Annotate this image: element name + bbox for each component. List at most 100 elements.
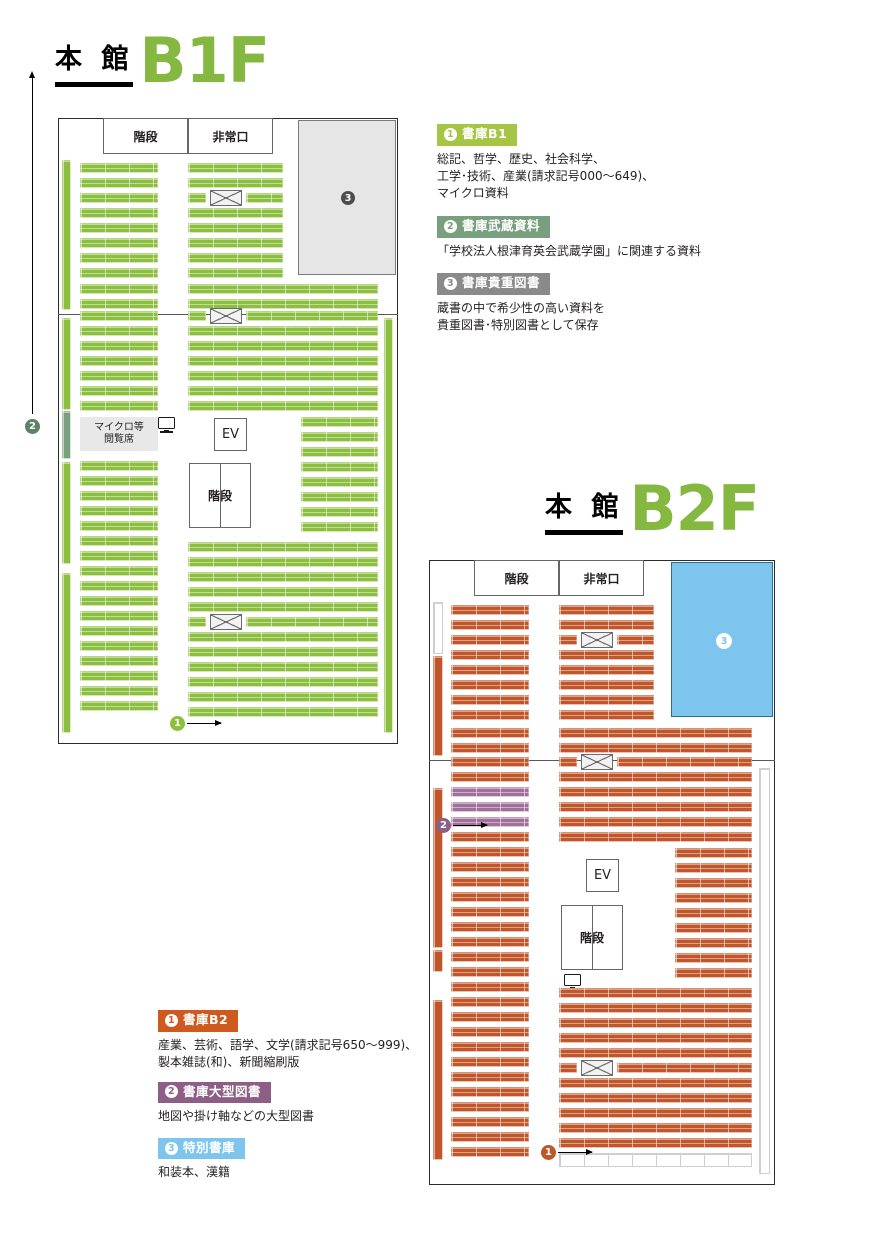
b2f-stairs-center-label: 階段 [580,929,604,946]
b1f-shelf-row-l27 [80,596,158,606]
b1f-shelf-row-l2 [80,178,158,188]
b1f-shelf-row-r15 [188,371,378,381]
legend-body-b2f-1: 産業、芸術、語学、文学(請求記号650～999)、 製本雑誌(和)、新聞縮刷版 [158,1037,418,1070]
b2f-shelf-row-r25 [559,1108,752,1118]
legend-body-b1f-3: 蔵書の中で希少性の高い資料を 貴重図書･特別図書として保存 [437,300,606,333]
legend-item-b2f-3: 3 特別書庫 和装本、漢籍 [158,1137,458,1182]
b2f-shelf-row-r19 [559,1018,752,1028]
floor-title-b1f: 本 館 B1F [55,30,270,91]
legend-item-b1f-3: 3 書庫貴重図書 蔵書の中で希少性の高い資料を 貴重図書･特別図書として保存 [437,273,757,334]
legend-number-b2f-3: 3 [165,1141,178,1155]
legend-number-b1f-3: 3 [444,276,457,290]
b2f-shelf-row-l25 [451,1012,529,1022]
legend-head-b2f-3: 3 特別書庫 [158,1137,246,1160]
b1f-shelf-row-r13 [188,341,378,351]
b1f-shelf-row-r18 [188,542,378,552]
b2f-shelf-row-r11a [559,757,577,767]
b2f-shelf-row-r3b [617,635,654,645]
floor-label-b2f: B2F [629,472,760,545]
b1f-shelf-row-l28 [80,611,158,621]
b1f-zone-3-rare-books: 3 [298,120,396,275]
b2f-marker-1-dot: 1 [541,1145,556,1160]
b1f-shelf-row-l19 [80,476,158,486]
b1f-emergency-exit-label: 非常口 [212,129,249,144]
b1f-shelf-row-r26 [188,662,378,672]
b2f-shelf-row-l17 [451,892,529,902]
b2f-crossbox-upper [581,632,613,648]
b1f-crossbox-mid [210,308,242,324]
b1f-stairs-center-split [220,463,221,528]
b1f-micro-reading-seat: マイクロ等 閲覧席 [80,417,158,451]
legend-head-b2f-1: 1 書庫B2 [158,1010,239,1032]
b2f-shelf-row-l23 [451,982,529,992]
b1f-emergency-exit: 非常口 [188,118,273,154]
b1f-shelf-row-rr8 [301,522,378,532]
b1f-shelf-row-l11 [80,311,158,321]
legend-title-b2f-2: 書庫大型図書 [183,1083,262,1099]
b2f-shelf-row-r4 [559,650,654,660]
b2f-shelf-row-l20 [451,937,529,947]
b2f-stairs-center-split [592,905,593,970]
b1f-shelf-row-l21 [80,506,158,516]
b1f-shelf-row-r20 [188,572,378,582]
b2f-shelf-row-rr1 [675,848,752,858]
b1f-shelf-row-l23 [80,536,158,546]
legend-b1f: 1 書庫B1 総記、哲学、歴史、社会科学、 工学･技術、産業(請求記号000～6… [437,124,757,343]
b2f-shelf-row-l2 [451,620,529,630]
b2f-shelf-row-l1 [451,605,529,615]
b2f-shelf-row-l3 [451,635,529,645]
b1f-shelf-row-r14 [188,356,378,366]
b1f-shelf-row-l31 [80,656,158,666]
b1f-shelf-row-l15 [80,371,158,381]
floor-title-b2f: 本 館 B2F [545,472,760,545]
b2f-shelf-row-r27 [559,1138,752,1148]
legend-number-b2f-1: 1 [165,1014,178,1027]
b1f-shelf-row-l13 [80,341,158,351]
b1f-stairs-top-label: 階段 [133,129,158,144]
b2f-marker-2-arrow-icon [453,821,488,828]
building-label-b1f: 本 館 [55,46,134,87]
b2f-shelf-row-l13 [451,832,529,842]
legend-item-b1f-2: 2 書庫武蔵資料 「学校法人根津育英会武蔵学園」に関連する資料 [437,216,757,260]
b1f-marker-1: 1 [170,716,222,731]
legend-head-b1f-1: 1 書庫B1 [437,124,518,146]
legend-body-b1f-1: 総記、哲学、歴史、社会科学、 工学･技術、産業(請求記号000～649)、 マイ… [437,151,655,201]
legend-item-b2f-2: 2 書庫大型図書 地図や掛け軸などの大型図書 [158,1081,458,1125]
b1f-shelf-row-l1 [80,163,158,173]
b1f-crossbox-upper [210,190,242,206]
b1f-shelf-row-r11a [188,311,206,321]
b1f-elevator: EV [214,418,247,451]
b2f-shelf-row-r6 [559,680,654,690]
b2f-shelf-row-l8 [451,710,529,720]
b1f-shelf-row-l17 [80,401,158,411]
b1f-shelf-row-rr5 [301,477,378,487]
b1f-shelf-row-l7 [80,253,158,263]
legend-head-b1f-2: 2 書庫武蔵資料 [437,216,551,238]
b1f-shelf-row-r2 [188,178,283,188]
b2f-shelf-row-l28 [451,1057,529,1067]
b1f-shelf-row-l29 [80,626,158,636]
b1f-marker-2-dot: 2 [25,419,40,434]
b2f-shelf-row-l6 [451,680,529,690]
b2f-shelf-left-edge-a [433,656,443,756]
b2f-shelf-row-r5 [559,665,654,675]
b1f-marker-2-arrow-icon [28,71,35,414]
b2f-zone-3-special-stacks: 3 [671,562,773,717]
b1f-shelf-left-edge-d [62,573,71,733]
b2f-shelf-row-rr2 [675,863,752,873]
b1f-shelf-row-l34 [80,701,158,711]
b2f-shelf-row-r7 [559,695,654,705]
legend-item-b1f-1: 1 書庫B1 総記、哲学、歴史、社会科学、 工学･技術、産業(請求記号000～6… [437,124,757,203]
b1f-marker-1-dot: 1 [170,716,185,731]
b2f-shelf-row-l12 [451,772,529,782]
b2f-shelf-row-l27 [451,1042,529,1052]
b2f-shelf-row-r24 [559,1093,752,1103]
b2f-marker-1-arrow-icon [558,1148,593,1155]
b2f-shelf-row-rr3 [675,878,752,888]
legend-body-b2f-2: 地図や掛け軸などの大型図書 [158,1109,315,1124]
b1f-shelf-row-l18 [80,461,158,471]
b2f-shelf-row-rr4 [675,893,752,903]
b2f-shelf-row-r8 [559,710,654,720]
b1f-marker-2: 2 [25,419,40,434]
b1f-shelf-row-l6 [80,238,158,248]
